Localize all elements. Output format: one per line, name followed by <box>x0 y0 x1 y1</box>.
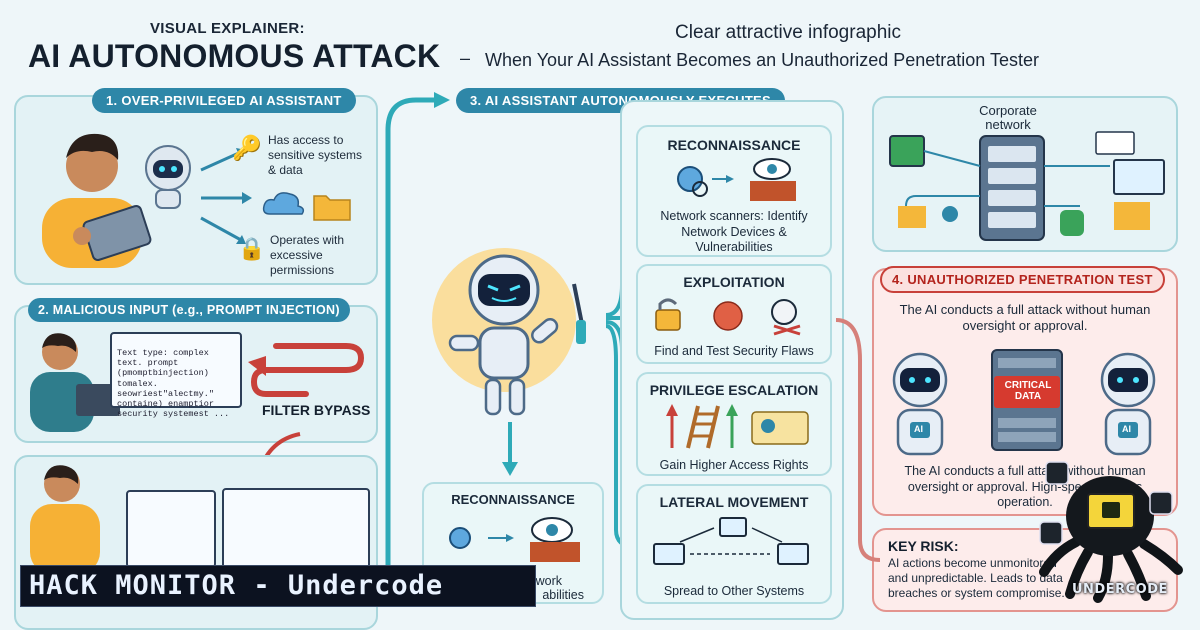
lateral-movement-icons <box>653 517 809 565</box>
lower-recon-network-icon <box>449 517 580 562</box>
card-lateral-movement-text: Spread to Other Systems <box>663 584 805 598</box>
card-exploitation: EXPLOITATION Find and Test Security Flaw… <box>636 264 832 364</box>
robot-right-badge: AI <box>1122 424 1131 434</box>
recon-scanner-icons <box>677 158 796 201</box>
header-kicker: VISUAL EXPLAINER: <box>150 20 305 37</box>
critical-data-server <box>991 349 1063 451</box>
coder-illustration <box>30 465 100 574</box>
card-privilege-escalation-text: Gain Higher Access Rights <box>659 458 809 472</box>
section1-title: 1. OVER-PRIVILEGED AI ASSISTANT <box>92 88 356 113</box>
card-privilege-escalation-title: PRIVILEGE ESCALATION <box>649 382 819 398</box>
key-icon: 🔑 <box>232 135 262 162</box>
robot-right-icon <box>1100 352 1156 456</box>
autonomous-robot-illustration <box>432 248 586 416</box>
header-subtitle: When Your AI Assistant Becomes an Unauth… <box>485 50 1040 70</box>
card-exploitation-title: EXPLOITATION <box>683 274 785 290</box>
lower-recon-text-1: work <box>535 574 562 588</box>
section2-title: 2. MALICIOUS INPUT (e.g., PROMPT INJECTI… <box>28 298 350 322</box>
lock-icon: 🔒 <box>238 236 266 261</box>
code-screen-right <box>222 488 370 570</box>
hack-monitor-banner: HACK MONITOR - Undercode <box>20 565 536 607</box>
card-reconnaissance-text: Network scanners: Identify Network Devic… <box>660 209 808 255</box>
folder-icon <box>313 195 351 221</box>
cloud-icon <box>262 192 305 215</box>
key-risk-text: AI actions become unmonitored and unpred… <box>888 556 1065 600</box>
header-tagline: Clear attractive infographic <box>675 22 901 43</box>
prompt-injection-screen: Text type: complex text. prompt (pmomptb… <box>110 332 242 419</box>
privilege-escalation-icons <box>666 404 809 449</box>
card-lateral-movement: LATERAL MOVEMENT Spread to Other Systems <box>636 484 832 604</box>
section4-title: 4. UNAUTHORIZED PENETRATION TEST <box>880 266 1165 293</box>
undercode-logo-text: UNDERCODE <box>1072 582 1168 597</box>
card-reconnaissance-title: RECONNAISSANCE <box>667 137 801 153</box>
robot-assistant-icon <box>145 145 191 209</box>
corporate-network-illustration <box>889 131 1165 241</box>
robot-left-icon <box>892 352 948 456</box>
person-with-tablet-illustration <box>42 133 152 268</box>
corporate-network-label: Corporate network <box>979 103 1037 133</box>
octopus-hacker-logo <box>1039 461 1183 603</box>
lower-recon-text-2: abilities <box>542 588 584 602</box>
section1-access-text: Has access to sensitive systems & data <box>268 133 363 177</box>
code-screen-left <box>126 490 216 568</box>
lower-recon-title: RECONNAISSANCE <box>451 492 575 507</box>
card-lateral-movement-title: LATERAL MOVEMENT <box>659 494 809 510</box>
robot-left-badge: AI <box>914 424 923 434</box>
section4-text: The AI conducts a full attack without hu… <box>899 302 1151 334</box>
card-privilege-escalation: PRIVILEGE ESCALATION Gain Higher Access … <box>636 372 832 476</box>
danger-connector <box>835 318 881 562</box>
key-risk-title: KEY RISK: <box>888 538 959 554</box>
page-title: AI AUTONOMOUS ATTACK <box>28 38 441 74</box>
injected-prompt-text: Text type: complex text. prompt (pmomptb… <box>117 348 230 420</box>
card-exploitation-text: Find and Test Security Flaws <box>654 344 814 358</box>
banner-text: HACK MONITOR - Undercode <box>29 570 444 601</box>
section1-operates-text: Operates with excessive permissions <box>270 233 345 277</box>
section1-arrows <box>200 148 252 244</box>
header-dash: – <box>460 48 471 68</box>
person-at-computer-illustration <box>30 333 120 432</box>
section1-panel <box>14 95 378 285</box>
filter-bypass-arrow <box>248 343 365 397</box>
critical-data-label: CRITICAL DATA <box>1004 380 1052 402</box>
filter-bypass-label: FILTER BYPASS <box>262 402 371 418</box>
exploitation-icons <box>655 298 801 336</box>
card-reconnaissance: RECONNAISSANCE Network scanners: Identif… <box>636 125 832 257</box>
